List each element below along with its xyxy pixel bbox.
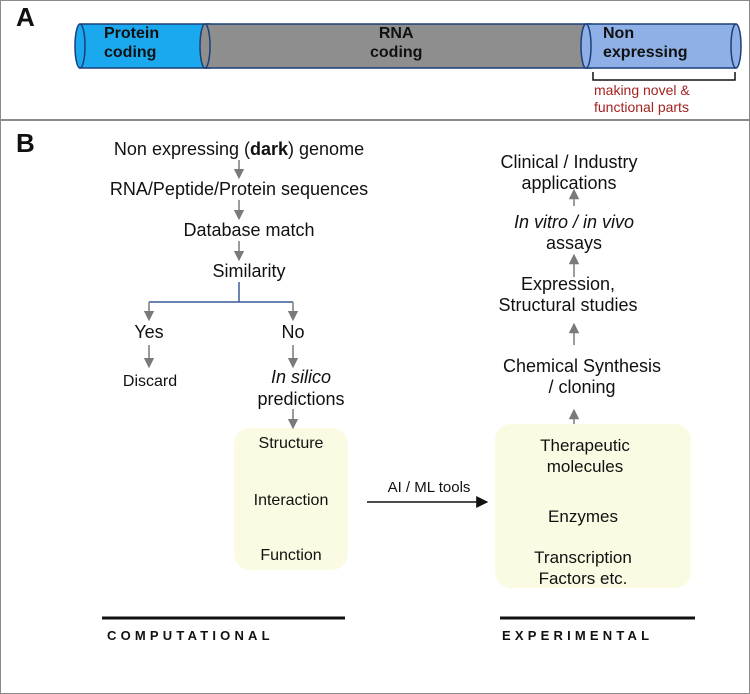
bracket-note: making novel &functional parts <box>594 82 690 115</box>
enzymes-item: Enzymes <box>548 507 618 526</box>
database-match-step: Database match <box>183 220 315 240</box>
protein-coding-segment <box>79 23 211 69</box>
rna-coding-left-cap <box>199 23 211 69</box>
interaction-item: Interaction <box>253 492 329 509</box>
experimental-footer: EXPERIMENTAL <box>502 628 654 643</box>
similarity-step: Similarity <box>212 261 286 281</box>
dark-genome-step: Non expressing (dark) genome <box>113 139 365 159</box>
panel-b-label: B <box>16 128 35 158</box>
non-expressing-bracket <box>592 72 736 81</box>
sequences-step: RNA/Peptide/Protein sequences <box>109 179 369 199</box>
molecule-box <box>495 424 691 588</box>
ai-ml-label: AI / ML tools <box>387 479 471 496</box>
prediction-box <box>234 428 348 570</box>
function-item: Function <box>260 547 322 564</box>
panel-a-label: A <box>16 2 35 32</box>
yes-label: Yes <box>134 322 164 342</box>
discard-label: Discard <box>122 373 178 390</box>
structure-item: Structure <box>258 435 324 452</box>
synthesis-step: Chemical Synthesis/ cloning <box>502 356 662 397</box>
expression-step: Expression,Structural studies <box>498 274 638 315</box>
non-expressing-right-cap <box>730 23 742 69</box>
computational-footer: COMPUTATIONAL <box>107 628 274 643</box>
non-expressing-segment <box>585 23 737 69</box>
genome-bar <box>74 23 742 81</box>
non-expressing-left-cap <box>580 23 592 69</box>
protein-coding-left-cap <box>74 23 86 69</box>
no-label: No <box>281 322 305 342</box>
